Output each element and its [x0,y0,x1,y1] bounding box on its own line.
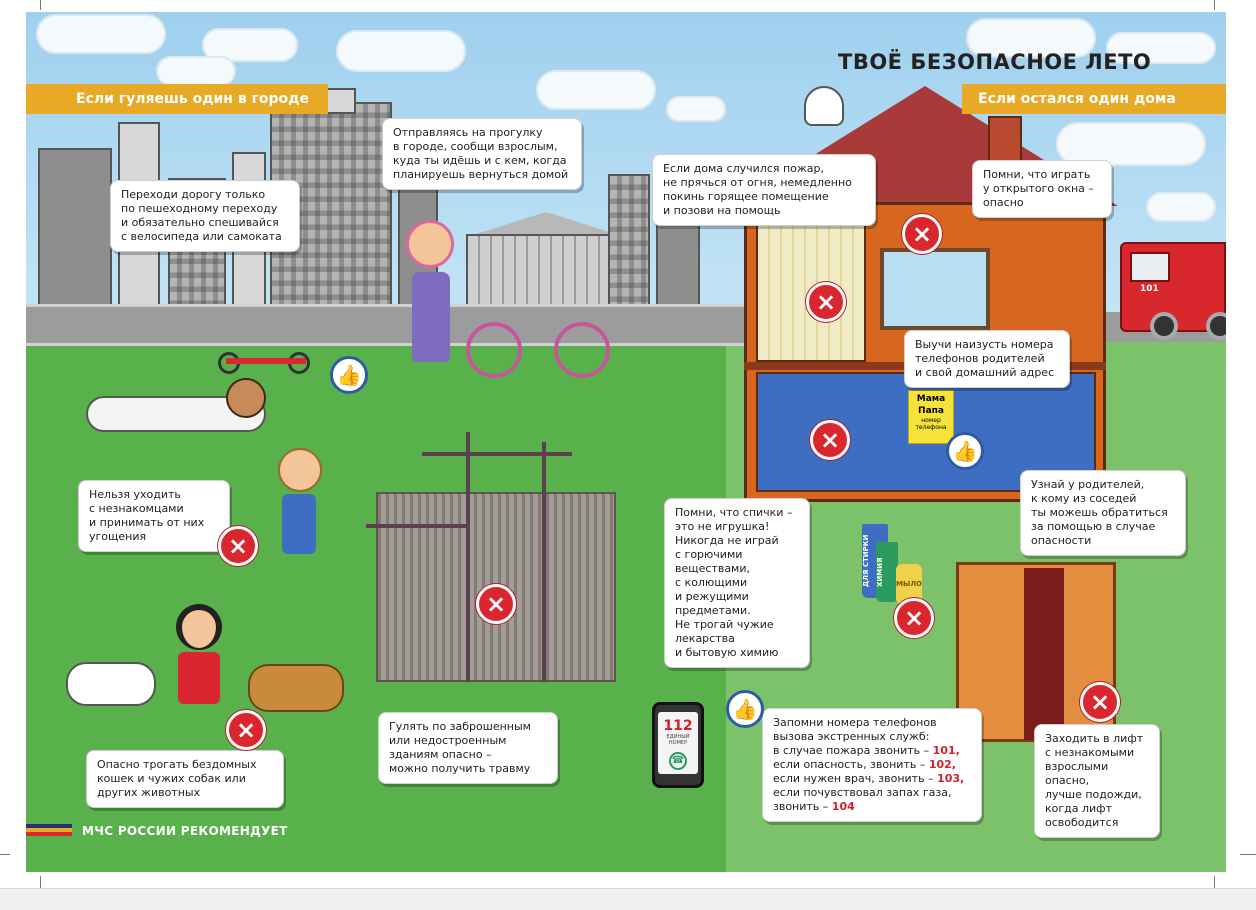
emergency-intro-1: Запомни номера телефонов [773,716,937,729]
tip-matches: Помни, что спички – это не игрушка! Нико… [664,498,810,668]
cloud-shape [336,30,466,72]
cat-on-roof [804,86,844,126]
phone-call-icon: ☎ [669,752,687,770]
tip-fire: Если дома случился пожар, не прячься от … [652,154,876,226]
footer-recommendation: МЧС РОССИИ РЕКОМЕНДУЕТ [82,824,288,838]
tip-parents-phones: Выучи наизусть номера телефонов родителе… [904,330,1070,388]
tip-neighbors: Узнай у родителей, к кому из соседей ты … [1020,470,1186,556]
forbidden-icon: × [894,598,934,638]
section-banner-home: Если остался один дома [962,84,1226,114]
scooter-deck [226,358,306,364]
tip-construction: Гулять по заброшенным или недостроенным … [378,712,558,784]
emergency-fire-number: 101, [932,744,960,757]
girl-figure [406,220,454,268]
crane-tower [542,442,546,682]
forbidden-icon: × [806,282,846,322]
phone-emergency-label: ЕДИНЫЙ НОМЕР [666,734,690,746]
crane-tower [466,432,470,682]
tip-crossing: Переходи дорогу только по пешеходному пе… [110,180,300,252]
thumbs-up-icon: 👍 [726,690,764,728]
note-caption: номер телефона [915,417,947,431]
emergency-danger-number: 102, [928,758,956,771]
dog-white [66,662,156,706]
poster-title: ТВОЁ БЕЗОПАСНОЕ ЛЕТО [838,50,1152,74]
forbidden-icon: × [226,710,266,750]
section-banner-city: Если гуляешь один в городе [26,84,328,114]
cloud-shape [36,14,166,54]
truck-wheel [1150,312,1178,340]
emergency-danger-line: если опасность, звонить – 102, [773,758,971,772]
emergency-doctor-text: если нужен врач, звонить – [773,772,938,785]
crop-mark [0,854,10,855]
emergency-numbers: Запомни номера телефонов вызова экстренн… [762,708,982,822]
forbidden-icon: × [902,214,942,254]
forbidden-icon: × [476,584,516,624]
phone-emergency-number: 112 [663,718,693,734]
cloud-shape [536,70,656,110]
emergency-gas-line-2: звонить – 104 [773,800,971,814]
city-building [326,88,356,114]
phone-screen: 112 ЕДИНЫЙ НОМЕР ☎ [658,712,698,774]
crop-mark [1214,876,1215,888]
thumbs-up-icon: 👍 [946,432,984,470]
theatre-roof [470,212,622,236]
cloud-shape [666,96,726,122]
emergency-danger-text: если опасность, звонить – [773,758,929,771]
emergency-intro-2: вызова экстренных служб: [773,730,930,743]
bicycle-wheel [466,322,522,378]
crop-mark [1240,854,1256,855]
crane-arm [366,524,466,528]
child-shirt [178,652,220,704]
theatre-building [466,234,626,314]
poster-sheet: 101 Мама Папа номер телефона ДЛЯ СТИРКИ … [26,12,1226,872]
elevator-door [1024,568,1064,740]
page-bottom-strip [0,888,1256,910]
tip-strangers: Нельзя уходить с незнакомцами и принимат… [78,480,230,552]
emergency-doctor-number: 103, [937,772,965,785]
stranger-head [226,378,266,418]
emergency-fire-text: в случае пожара звонить – [773,744,933,757]
cloud-shape [966,18,1096,58]
tip-window: Помни, что играть у открытого окна – опа… [972,160,1112,218]
boy-shirt [282,494,316,554]
crop-mark [1214,0,1215,10]
emergency-doctor-line: если нужен врач, звонить – 103, [773,772,971,786]
forbidden-icon: × [218,526,258,566]
truck-number: 101 [1140,284,1159,294]
emergency-gas-text: звонить – [773,800,832,813]
city-building [38,148,112,308]
crop-mark [40,876,41,888]
cloud-shape [156,56,236,86]
tip-animals: Опасно трогать бездомных кошек и чужих с… [86,750,284,808]
emergency-gas-line: если почувствовал запах газа, [773,786,952,799]
emergency-gas-number: 104 [831,800,855,813]
tip-lift: Заходить в лифт с незнакомыми взрослыми … [1034,724,1160,838]
girl-dress [412,272,450,362]
forbidden-icon: × [1080,682,1120,722]
note-mom: Мама [916,394,946,404]
forbidden-icon: × [810,420,850,460]
open-window [880,248,990,330]
truck-wheel [1206,312,1226,340]
cloud-shape [1146,192,1216,222]
dog-brown [248,664,344,712]
street-road [26,304,746,346]
parents-phone-note: Мама Папа номер телефона [908,390,954,444]
city-building [608,174,650,308]
tip-walk: Отправляясь на прогулку в городе, сообщи… [382,118,582,190]
thumbs-up-icon: 👍 [330,356,368,394]
emergency-fire-line: в случае пожара звонить – 101, [773,744,971,758]
cloud-shape [1106,32,1216,64]
soap-bottle: МЫЛО [896,564,922,604]
mchs-flag-icon [26,824,72,836]
bicycle-wheel [554,322,610,378]
boy-head [278,448,322,492]
truck-window [1130,252,1170,282]
child-head [176,604,222,650]
crane-arm [422,452,572,456]
crop-mark [40,0,41,10]
note-dad: Папа [918,406,944,416]
chemical-bottle: ХИМИЯ [876,542,898,602]
